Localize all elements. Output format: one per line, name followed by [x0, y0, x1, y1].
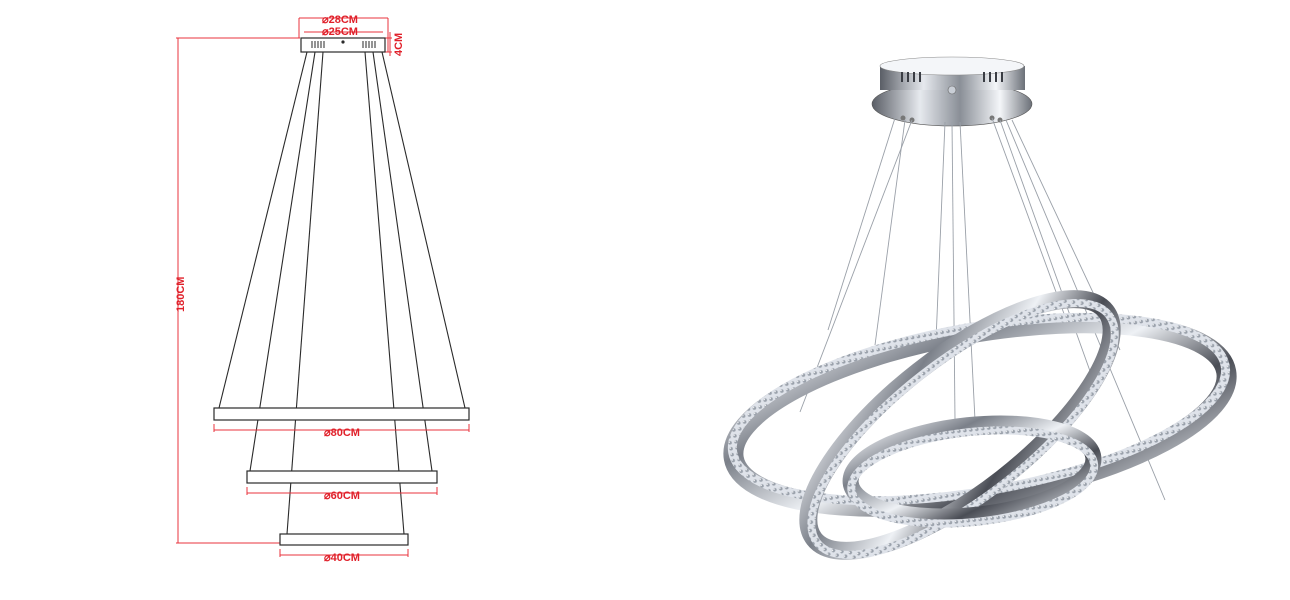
ring-large-drawing [213, 407, 470, 432]
technical-drawing: ⌀28CM ⌀25CM 4CM 1 [175, 14, 470, 564]
ring-medium-drawing [246, 470, 438, 495]
chandelier-canopy [871, 56, 1033, 127]
ring-medium-diameter-label: ⌀60CM [324, 490, 360, 502]
total-height-dimension [176, 37, 300, 544]
canopy-height-label: 4CM [393, 33, 405, 56]
canopy-inner-diameter-label: ⌀25CM [322, 26, 358, 38]
canopy-drawing [300, 37, 386, 53]
suspension-wires [218, 51, 466, 535]
chandelier-cables [799, 117, 1166, 501]
total-height-label: 180CM [175, 277, 187, 312]
canopy-outer-diameter-label: ⌀28CM [322, 14, 358, 26]
ring-large-diameter-label: ⌀80CM [324, 427, 360, 439]
product-photo [723, 56, 1237, 560]
ring-small-diameter-label: ⌀40CM [324, 552, 360, 564]
chandelier-ring-medium [799, 290, 1121, 560]
ring-small-drawing [279, 533, 409, 557]
chandelier-ring-small [842, 415, 1102, 528]
